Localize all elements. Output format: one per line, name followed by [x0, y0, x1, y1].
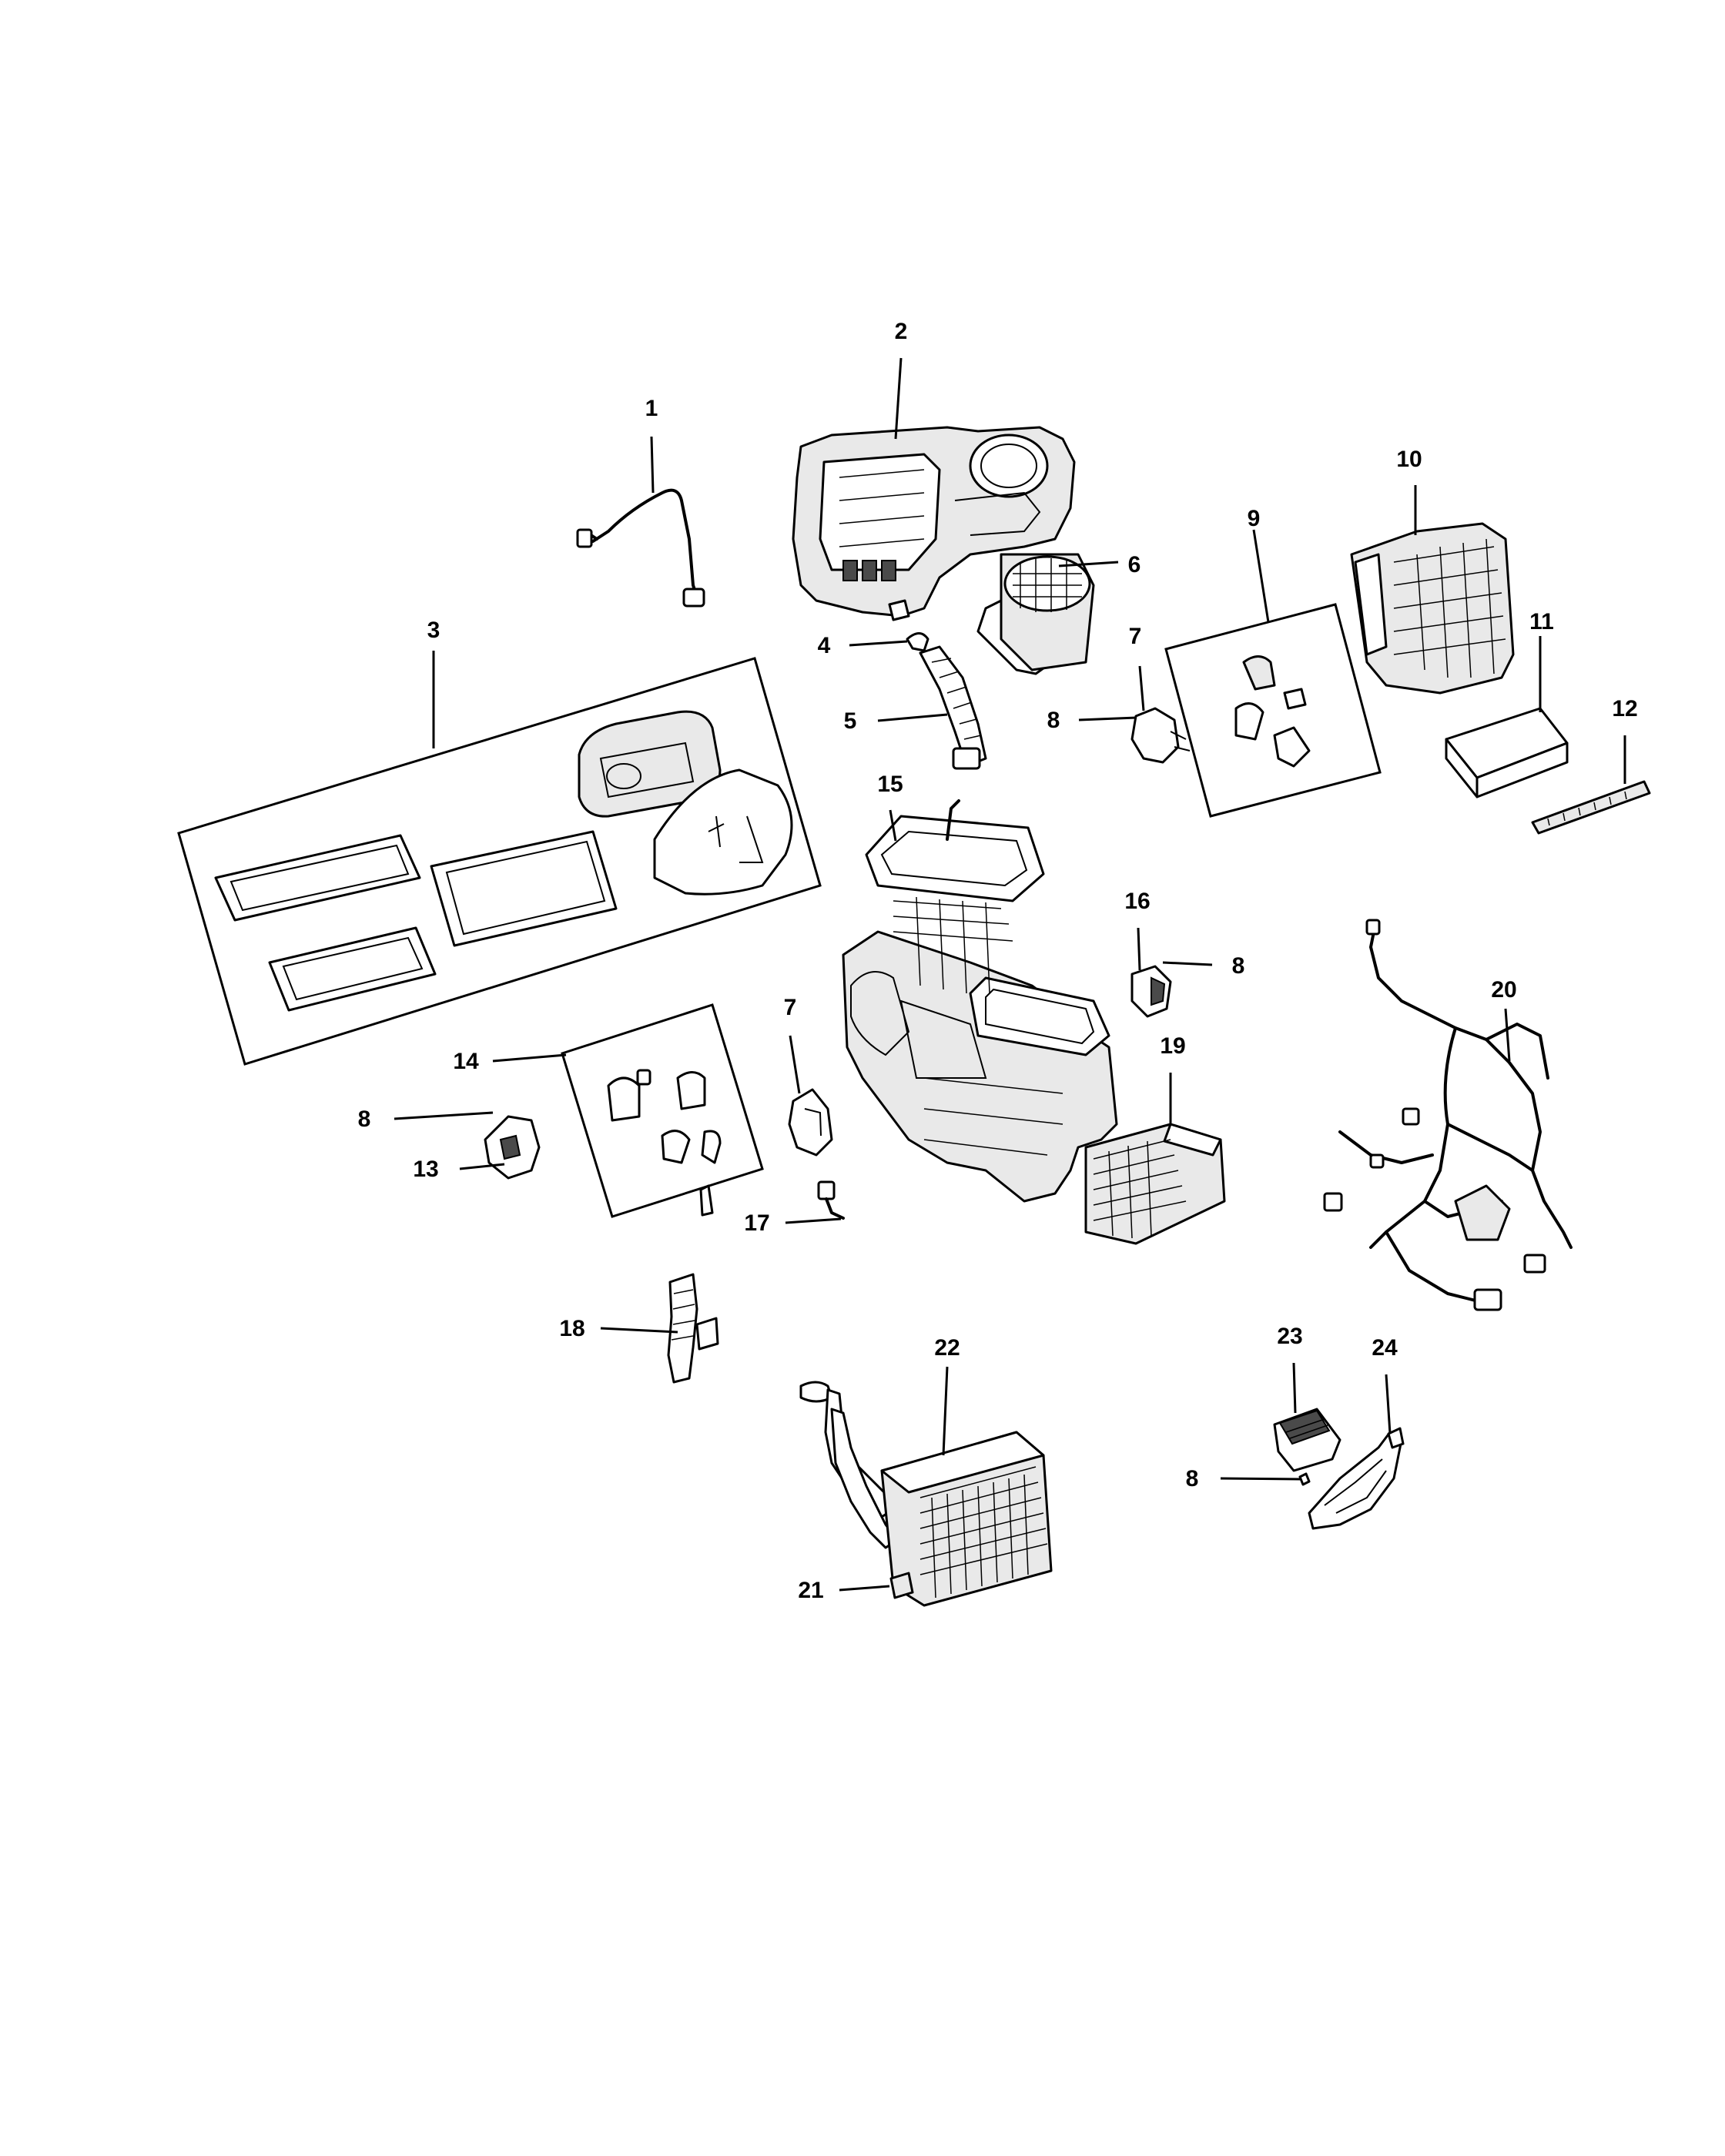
- callout-20: 20: [1491, 977, 1516, 1003]
- callout-8a: 8: [1047, 708, 1060, 733]
- callout-7a: 7: [1129, 624, 1142, 649]
- part-24-duct-cover: [1308, 1427, 1405, 1530]
- callout-22: 22: [934, 1335, 960, 1361]
- callout-6: 6: [1128, 552, 1141, 578]
- part-3-seal-kit-group: [177, 657, 822, 1066]
- part-20-wiring-harness: [1323, 919, 1573, 1311]
- part-12-inlet-grille: [1531, 780, 1651, 835]
- part-15-hvac-case-assembly: [842, 799, 1118, 1203]
- part-14-door-kit-group: [561, 1003, 764, 1218]
- callout-12: 12: [1612, 696, 1637, 721]
- part-13-actuator: [484, 1115, 541, 1180]
- callout-4: 4: [818, 633, 831, 658]
- callout-11: 11: [1529, 609, 1554, 634]
- part-7-actuator-upper: [1130, 707, 1191, 764]
- callout-23: 23: [1277, 1324, 1302, 1349]
- part-18-duct-harness: [667, 1273, 719, 1384]
- part-6-blower-motor: [976, 553, 1095, 675]
- callout-2: 2: [895, 319, 908, 344]
- callout-18: 18: [559, 1316, 584, 1341]
- callout-16: 16: [1124, 889, 1150, 914]
- part-23-control-module: [1273, 1408, 1341, 1472]
- part-2-upper-blower-housing: [792, 426, 1076, 621]
- callout-10: 10: [1396, 447, 1422, 472]
- callout-24: 24: [1372, 1335, 1398, 1361]
- callout-9: 9: [1248, 506, 1261, 531]
- part-7-actuator-lower: [788, 1088, 833, 1157]
- callout-13: 13: [413, 1157, 438, 1182]
- callout-7b: 7: [784, 995, 797, 1020]
- callout-21: 21: [798, 1578, 823, 1603]
- callout-15: 15: [877, 772, 903, 797]
- part-10-evaporator-housing: [1350, 522, 1515, 695]
- part-11-cabin-air-filter: [1445, 707, 1569, 798]
- callout-3: 3: [427, 618, 440, 643]
- part-21-pipe-clip: [889, 1572, 914, 1599]
- callout-1: 1: [645, 396, 658, 421]
- callout-14: 14: [453, 1049, 479, 1074]
- callout-8d: 8: [1186, 1466, 1199, 1491]
- part-4-clip: [906, 632, 929, 652]
- part-9-door-kit-group: [1164, 603, 1382, 818]
- callout-17: 17: [744, 1210, 769, 1236]
- part-22-heater-core: [799, 1381, 1053, 1607]
- callout-8b: 8: [1232, 953, 1245, 979]
- part-1-sensor-wire: [576, 488, 705, 608]
- callout-19: 19: [1160, 1033, 1185, 1059]
- part-16-actuator: [1130, 965, 1172, 1018]
- part-17-temperature-sensor: [817, 1180, 845, 1220]
- part-5-drain-hose: [919, 645, 987, 770]
- part-19-ptc-heater: [1084, 1123, 1226, 1245]
- callout-8c: 8: [358, 1106, 371, 1132]
- callout-5: 5: [844, 708, 857, 734]
